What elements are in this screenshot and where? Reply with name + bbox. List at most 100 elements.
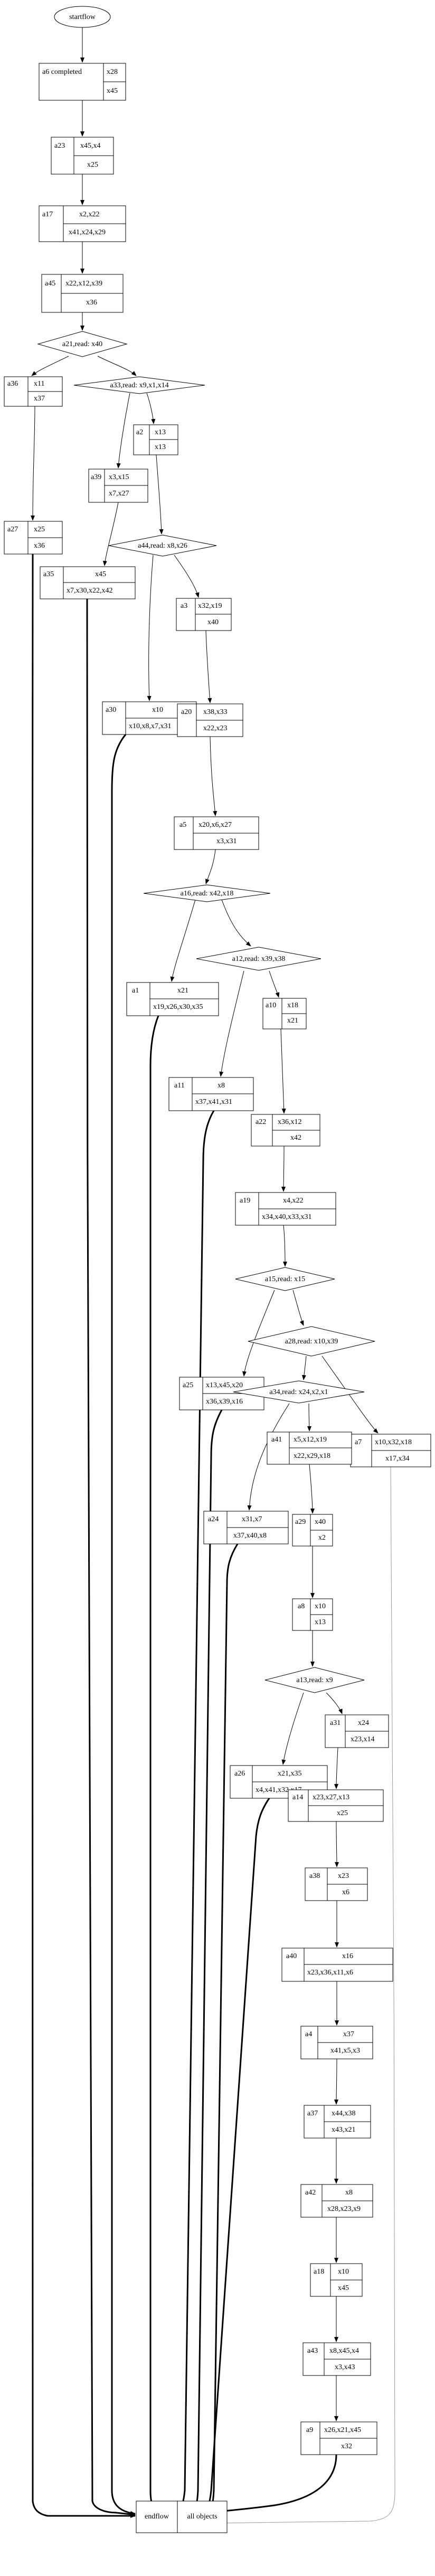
node-a20-top-objects: x38,x33: [203, 708, 228, 716]
node-a25-label: a25: [183, 1381, 193, 1389]
node-a10-top-objects: x18: [287, 1001, 298, 1009]
node-a4-top-objects: x37: [343, 2030, 354, 2038]
node-a8-top-objects: x10: [315, 1602, 326, 1610]
decision-a16-label: a16,read: x42,x18: [181, 890, 234, 898]
node-a30-bottom-objects: x10,x8,x7,x31: [129, 722, 172, 730]
node-a43: a43 x8,x45,x4 x3,x43: [302, 2342, 371, 2376]
node-a20-bottom-objects: x22,x23: [203, 724, 228, 732]
decision-a12: a12,read: x39,x38: [196, 947, 321, 971]
edge-a1-end: [149, 1015, 159, 2512]
decision-a21: a21,read: x40: [37, 331, 128, 357]
edge-a22-a19: [281, 1146, 286, 1192]
edge-a44-a30: [147, 555, 154, 701]
node-a42-label: a42: [305, 2189, 316, 2197]
node-a2-label: a2: [136, 428, 143, 436]
node-a6-bottom-objects: x45: [107, 87, 118, 95]
edge-a16-a1: [170, 899, 196, 982]
edge-a2-a44: [156, 454, 164, 535]
node-a23-label: a23: [54, 142, 65, 150]
node-a2-bottom-objects: x13: [155, 443, 166, 451]
node-a10: a10 x18 x21: [262, 998, 307, 1029]
end-label-left: endflow: [145, 2513, 169, 2521]
node-a3: a3 x32,x19 x40: [176, 598, 232, 631]
node-a41: a41 x5,x12,x19 x22,x29,x18: [267, 1432, 352, 1465]
node-a35-label: a35: [43, 570, 54, 578]
node-a23-top-objects: x45,x4: [80, 142, 101, 150]
node-a11-label: a11: [174, 1082, 185, 1090]
edge-a30-end: [111, 734, 136, 2515]
node-a24-bottom-objects: x37,x40,x8: [233, 1532, 267, 1540]
start-node: startflow: [54, 6, 111, 28]
node-a18-label: a18: [314, 2268, 324, 2276]
node-a4-bottom-objects: x41,x5,x3: [330, 2047, 360, 2055]
node-a37-bottom-objects: x43,x21: [332, 2126, 356, 2134]
decision-a33-label: a33,read: x9,x1,x14: [110, 381, 168, 389]
node-a25-top-objects: x13,x45,x20: [206, 1381, 243, 1389]
node-a9-top-objects: x26,x21,x45: [324, 2426, 361, 2434]
edge-a13-a31: [326, 1692, 343, 1714]
node-a19: a19 x4,x22 x34,x40,x33,x31: [235, 1192, 336, 1226]
node-a29: a29 x40 x2: [292, 1514, 333, 1547]
node-a37: a37 x44,x38 x43,x21: [304, 2105, 371, 2139]
node-a8-label: a8: [298, 1602, 305, 1610]
edge-a25-end: [193, 1409, 223, 2511]
node-a20-label: a20: [181, 708, 192, 716]
edge-a34-a24: [247, 1403, 290, 1511]
node-a39: a39 x3,x15 x7,x27: [88, 469, 148, 503]
node-a5-bottom-objects: x3,x31: [216, 837, 237, 845]
node-a27: a27 x25 x36: [4, 521, 63, 555]
edge-a33-a39: [116, 393, 130, 469]
node-a42-bottom-objects: x28,x23,x9: [327, 2205, 361, 2213]
node-a11-top-objects: x8: [218, 1082, 225, 1090]
node-a38: a38 x23 x6: [305, 1867, 368, 1901]
node-a39-bottom-objects: x7,x27: [109, 490, 129, 498]
node-a41-bottom-objects: x22,x29,x18: [294, 1452, 330, 1460]
node-a43-label: a43: [307, 2347, 318, 2355]
node-a35: a35 x45 x7,x30,x22,x42: [40, 566, 136, 599]
edge-a44-a3: [174, 555, 200, 598]
node-a8: a8 x10 x13: [292, 1598, 333, 1631]
node-a1-top-objects: x21: [177, 987, 188, 995]
edge-a14-a38: [334, 1821, 339, 1867]
node-a1: a1 x21 x19,x26,x30,x35: [126, 982, 219, 1016]
edge-a41-a29: [309, 1464, 315, 1514]
node-a37-top-objects: x44,x38: [332, 2110, 356, 2117]
edge-a21-a36: [31, 356, 69, 376]
node-a36-top-objects: x11: [34, 380, 44, 388]
edge-a5-a16: [205, 849, 216, 884]
node-a29-label: a29: [295, 1518, 306, 1526]
edge-a36-a27: [31, 406, 35, 521]
node-a7-bottom-objects: x17,x34: [385, 1455, 410, 1463]
decision-a28-label: a28,read: x10,x39: [285, 1338, 338, 1346]
node-a20: a20 x38,x33 x22,x23: [177, 703, 243, 737]
node-a17: a17 x2,x22 x41,x24,x29: [39, 205, 126, 242]
node-a7-label: a7: [355, 1438, 362, 1446]
node-a24: a24 x31,x7 x37,x40,x8: [203, 1511, 289, 1544]
edge-a24-end: [209, 1543, 239, 2511]
node-a43-top-objects: x8,x45,x4: [329, 2347, 359, 2355]
edge-a15-a25: [242, 1290, 275, 1377]
edge-a28-a7: [321, 1356, 379, 1434]
edge-a33-a2: [146, 393, 156, 424]
node-a29-top-objects: x40: [315, 1518, 326, 1526]
node-a31-bottom-objects: x23,x14: [351, 1735, 375, 1743]
edge-a12-a11: [219, 970, 244, 1077]
node-a10-bottom-objects: x21: [287, 1017, 298, 1025]
node-a38-label: a38: [309, 1872, 320, 1880]
node-a23: a23 x45,x4 x25: [51, 137, 114, 175]
node-a18: a18 x10 x45: [310, 2263, 363, 2297]
node-a22-bottom-objects: x42: [290, 1134, 301, 1142]
decision-a15-label: a15,read: x15: [265, 1275, 305, 1283]
decision-a44: a44,read: x8,x26: [108, 535, 217, 557]
decision-a16: a16,read: x42,x18: [143, 884, 271, 902]
node-a27-bottom-objects: x36: [34, 542, 45, 550]
node-a14-bottom-objects: x25: [337, 1809, 348, 1817]
node-a27-label: a27: [7, 526, 18, 533]
node-a17-bottom-objects: x41,x24,x29: [69, 228, 106, 236]
decision-a44-label: a44,read: x8,x26: [138, 542, 187, 550]
node-a22-label: a22: [256, 1118, 266, 1126]
node-a36: a36 x11 x37: [4, 376, 63, 407]
edge-a3-a20: [205, 630, 212, 703]
end-node: endflow all objects: [136, 2501, 228, 2533]
node-a26-label: a26: [234, 1770, 245, 1778]
